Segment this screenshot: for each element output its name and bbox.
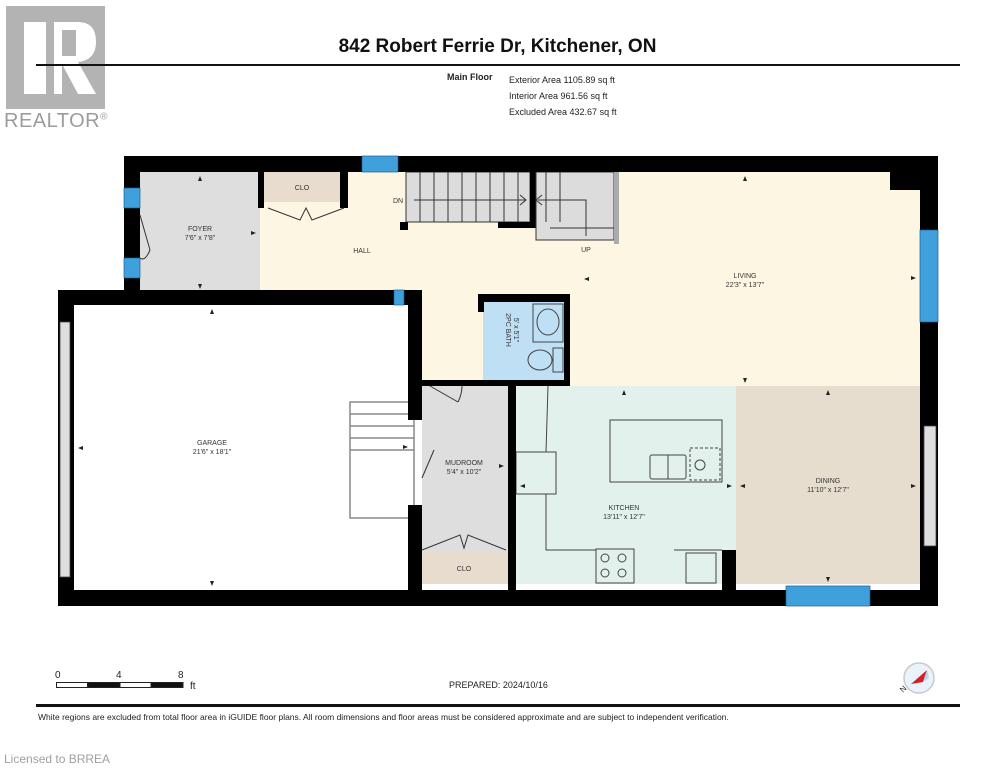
kitchen-dims: 13'11" x 12'7" (603, 514, 645, 521)
dining-label: DINING (816, 478, 841, 485)
mudroom-label: MUDROOM (445, 460, 483, 467)
living-label: LIVING (734, 273, 757, 280)
kitchen-label: KITCHEN (609, 505, 640, 512)
interior-area: Interior Area 961.56 sq ft (509, 91, 608, 101)
hall-label: HALL (353, 248, 371, 255)
garage-stairs (349, 401, 415, 519)
foyer-dims: 7'6" x 7'8" (185, 235, 216, 242)
realtor-logo-icon (6, 6, 105, 109)
stairs-down (405, 171, 531, 223)
floor-label: Main Floor (447, 72, 493, 82)
bath-dims: 5' x 5'1" (512, 318, 519, 343)
footer-divider (36, 704, 960, 707)
dining-dims: 11'10" x 12'7" (807, 487, 849, 494)
stairs-down-label: DN (393, 198, 403, 205)
scale-unit: ft (190, 681, 196, 692)
scale-tick-0: 0 (55, 670, 61, 681)
north-compass-icon: N (897, 660, 941, 705)
closet-foyer-label: CLO (295, 185, 310, 192)
doors (139, 206, 507, 551)
mudroom-dims: 5'4" x 10'2" (447, 469, 482, 476)
page-title: 842 Robert Ferrie Dr, Kitchener, ON (338, 36, 657, 57)
dimension-markers (78, 176, 916, 586)
living-dims: 22'3" x 13'7" (726, 282, 765, 289)
exterior-area: Exterior Area 1105.89 sq ft (509, 75, 615, 85)
room-foyer (140, 172, 260, 292)
compass-n-label: N (898, 684, 909, 695)
disclaimer: White regions are excluded from total fl… (38, 712, 729, 722)
room-closet-foyer (264, 172, 340, 202)
room-closet-mudroom (422, 552, 508, 584)
closet-mudroom-label: CLO (457, 566, 472, 573)
garage-door (59, 321, 71, 578)
stairs-up (535, 171, 615, 241)
license-watermark: Licensed to BRREA (4, 752, 111, 766)
title-divider (36, 64, 960, 66)
room-mudroom (422, 386, 508, 552)
excluded-area: Excluded Area 432.67 sq ft (509, 107, 617, 117)
dining-sliding-door (923, 425, 937, 547)
garage-label: GARAGE (197, 440, 227, 447)
stairs-up-label: UP (581, 247, 591, 254)
realtor-label: REALTOR® (4, 110, 108, 132)
room-dining (736, 386, 920, 584)
windows (123, 155, 939, 607)
bath-label: 2PC BATH (504, 313, 511, 347)
scale-tick-4: 4 (116, 670, 122, 681)
foyer-label: FOYER (188, 226, 212, 233)
garage-dims: 21'6" x 18'1" (193, 449, 232, 456)
area-summary: Exterior Area 1105.89 sq ft Interior Are… (509, 72, 617, 120)
bath-fixtures (527, 303, 564, 373)
scale-tick-8: 8 (178, 670, 184, 681)
prepared-date: PREPARED: 2024/10/16 (449, 680, 548, 690)
